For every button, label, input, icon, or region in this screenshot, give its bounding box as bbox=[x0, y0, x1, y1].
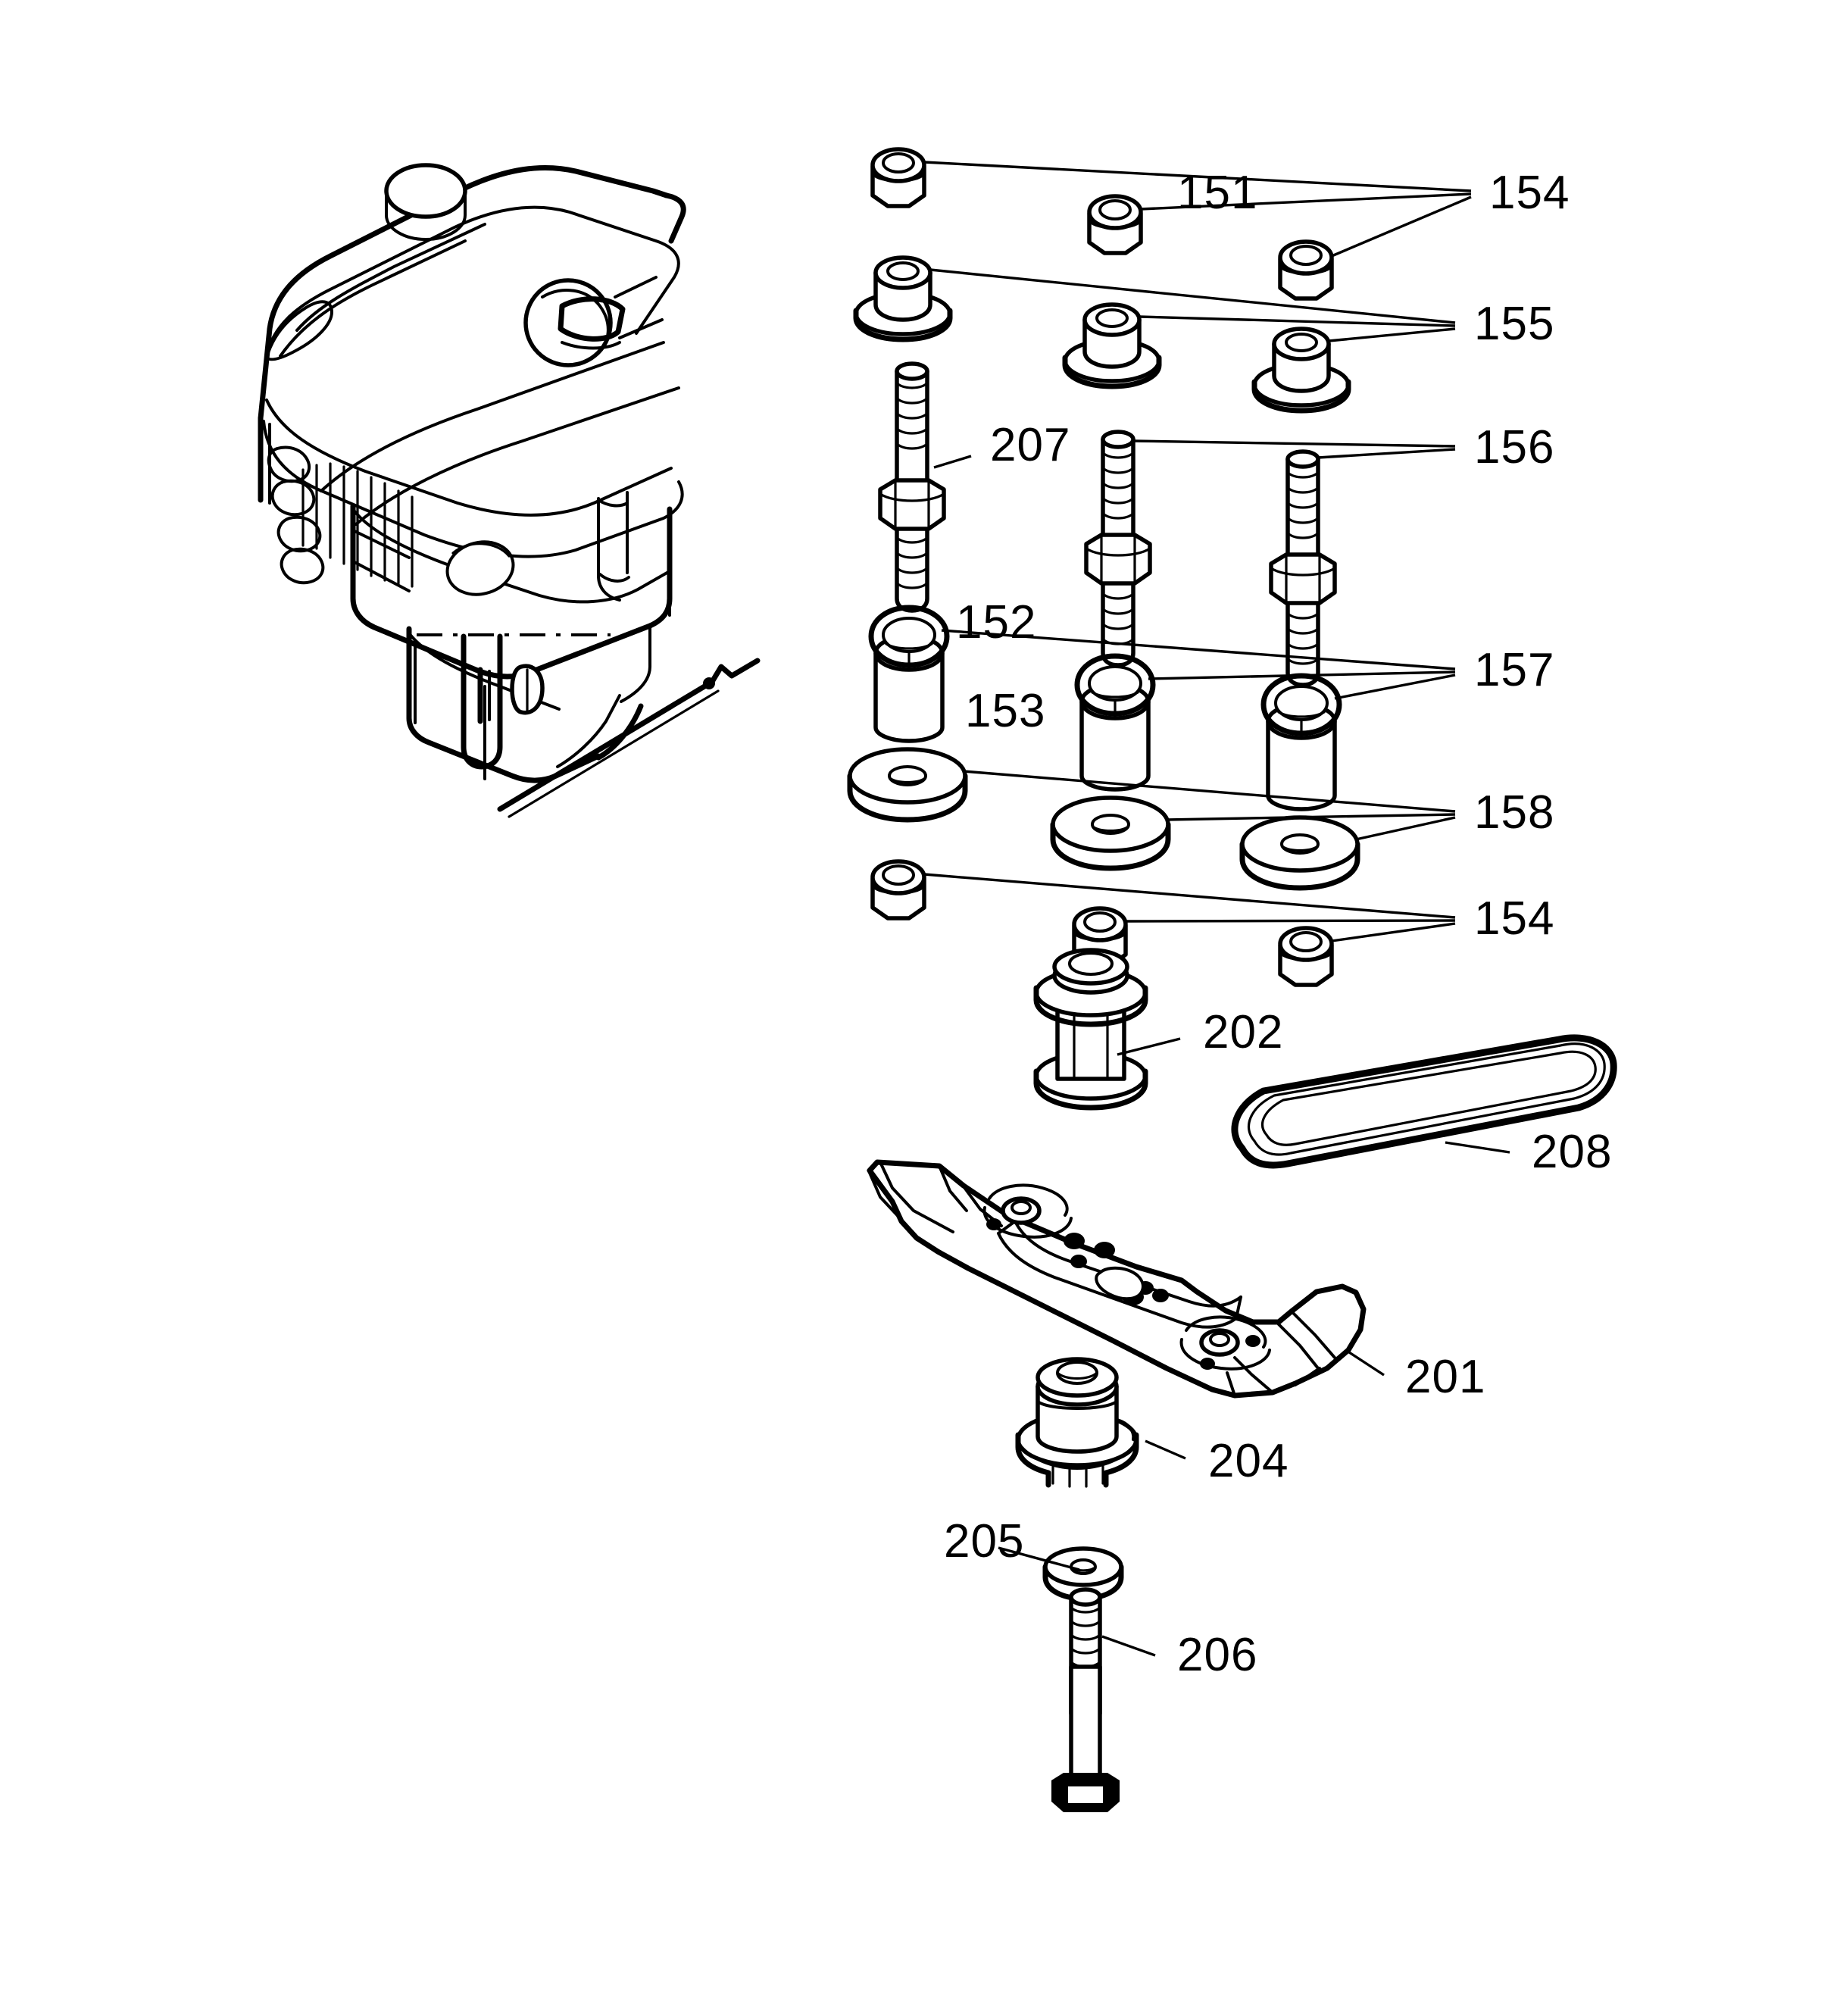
callout-206: 206 bbox=[1177, 1629, 1257, 1681]
flat-washer bbox=[1050, 795, 1171, 871]
part-152-flywheel-key[interactable] bbox=[417, 633, 611, 770]
hex-lock-nut bbox=[870, 859, 926, 920]
group-155-flanged-spacers[interactable] bbox=[853, 255, 1456, 414]
shoulder-bushing bbox=[1260, 673, 1342, 811]
group-158-flat-washers[interactable] bbox=[847, 747, 1456, 891]
hex-lock-nut bbox=[1278, 926, 1334, 987]
callout-155: 155 bbox=[1474, 298, 1554, 350]
callout-207: 207 bbox=[990, 419, 1070, 471]
flat-washer bbox=[847, 747, 968, 823]
callout-157: 157 bbox=[1474, 644, 1554, 696]
hex-lock-nut bbox=[1278, 239, 1334, 301]
callout-208: 208 bbox=[1532, 1126, 1612, 1178]
hex-lock-nut bbox=[1087, 194, 1143, 255]
part-205-blade-bolt-washer[interactable] bbox=[998, 1546, 1124, 1602]
callout-153: 153 bbox=[965, 685, 1045, 737]
callout-158: 158 bbox=[1474, 786, 1554, 839]
group-154-lower-hex-lock-nuts[interactable] bbox=[870, 859, 1456, 987]
callout-204: 204 bbox=[1208, 1435, 1289, 1487]
part-151-engine-assembly[interactable] bbox=[258, 163, 686, 783]
threaded-stud bbox=[1084, 430, 1152, 667]
part-201-mower-blade[interactable] bbox=[867, 1159, 1385, 1399]
part-208-drive-belt[interactable] bbox=[1231, 1034, 1617, 1169]
shoulder-bushing bbox=[1074, 653, 1156, 792]
part-207-threaded-stud-long[interactable] bbox=[878, 361, 972, 613]
callout-154-lower: 154 bbox=[1474, 892, 1554, 945]
flanged-spacer bbox=[1062, 302, 1162, 389]
part-202-idler-pulley-bushing[interactable] bbox=[1033, 948, 1181, 1111]
part-204-blade-adapter-hub[interactable] bbox=[1015, 1357, 1186, 1488]
callout-156: 156 bbox=[1474, 421, 1554, 474]
callout-152: 152 bbox=[956, 596, 1036, 649]
part-206-blade-retaining-bolt[interactable] bbox=[1051, 1587, 1156, 1812]
flat-washer bbox=[1239, 815, 1360, 891]
callout-201: 201 bbox=[1405, 1351, 1485, 1403]
part-153-throttle-control-rod[interactable] bbox=[497, 658, 761, 818]
shoulder-bushing bbox=[868, 605, 950, 743]
threaded-stud bbox=[1269, 449, 1337, 687]
group-157-shoulder-bushings[interactable] bbox=[868, 605, 1456, 811]
group-154-upper-hex-lock-nuts[interactable] bbox=[870, 147, 1472, 301]
flanged-spacer bbox=[1251, 327, 1351, 414]
callout-151: 151 bbox=[1177, 167, 1257, 219]
callout-205: 205 bbox=[944, 1515, 1024, 1567]
callout-154-upper: 154 bbox=[1489, 167, 1570, 219]
group-156-threaded-studs[interactable] bbox=[1084, 430, 1456, 687]
cylinder-fins bbox=[267, 445, 414, 588]
callout-202: 202 bbox=[1203, 1006, 1283, 1058]
flanged-spacer bbox=[853, 255, 953, 342]
hex-lock-nut bbox=[870, 147, 926, 208]
